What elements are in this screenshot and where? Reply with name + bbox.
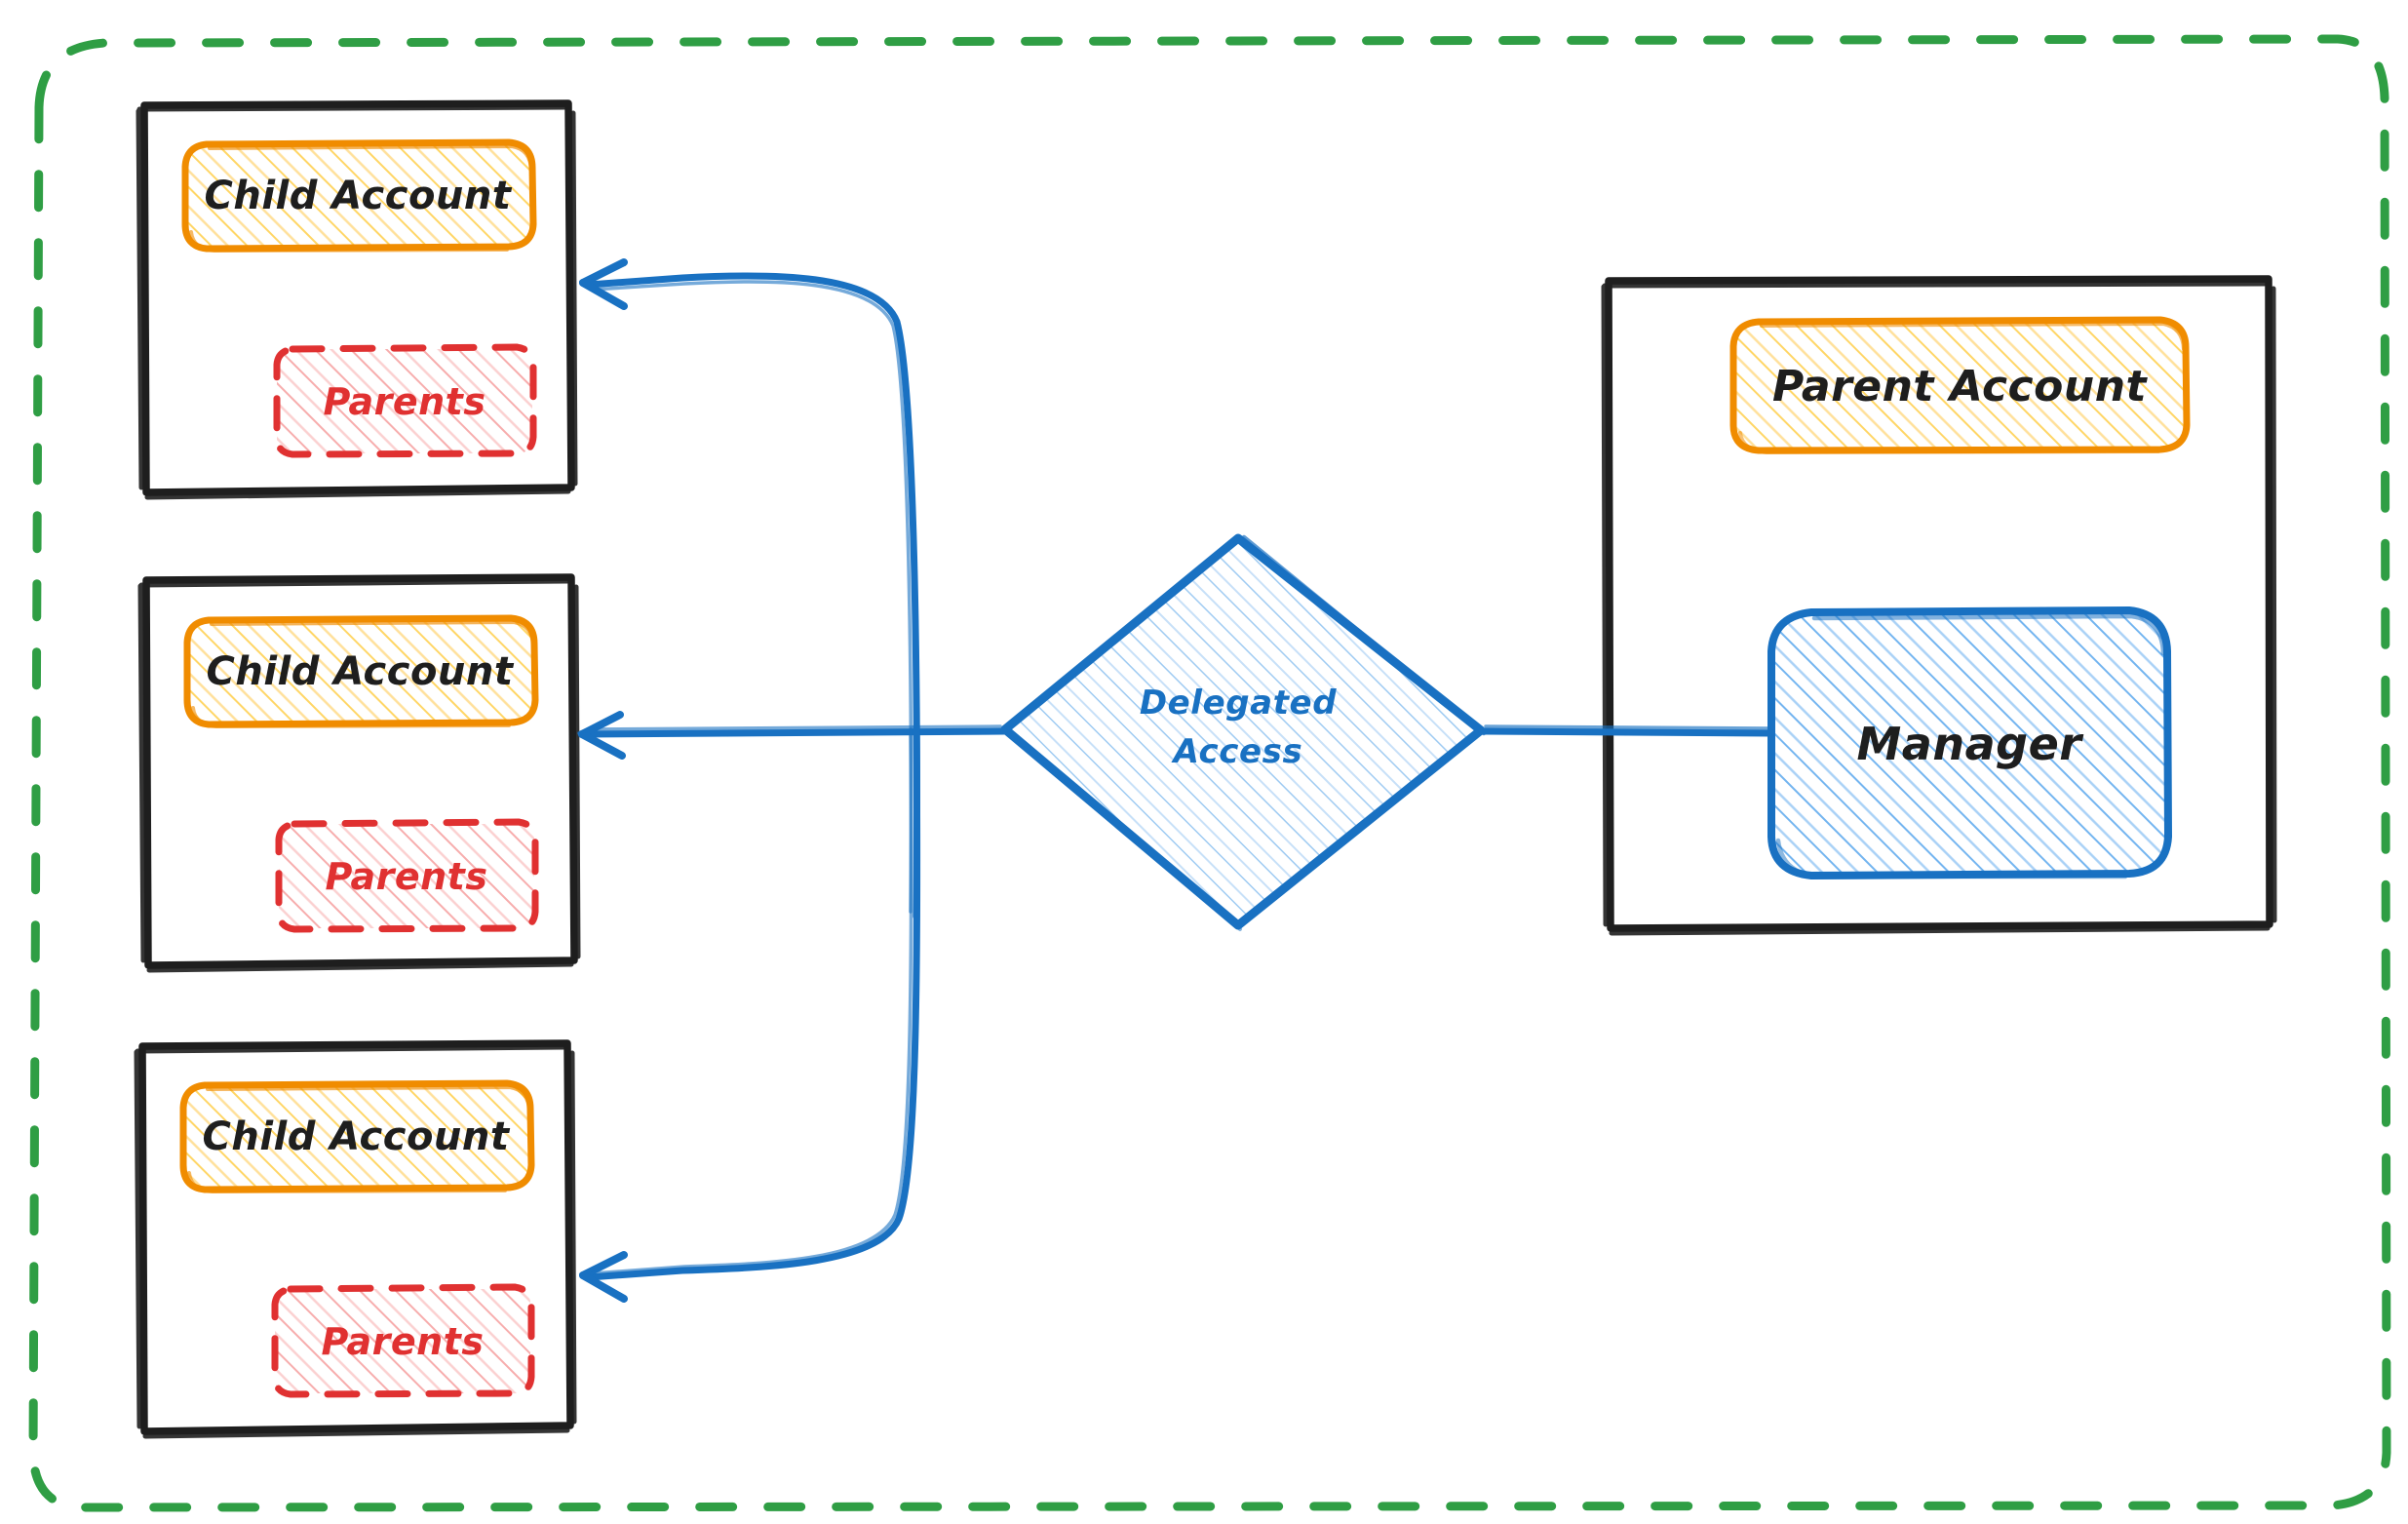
child-account-box-1[interactable]: [181, 138, 537, 254]
delegated-access-diamond[interactable]: [1000, 533, 1487, 931]
edge-diamond-to-child-3[interactable]: [579, 723, 921, 1303]
child-account-box-2[interactable]: [183, 614, 539, 729]
edge-diamond-to-child-1[interactable]: [579, 258, 920, 920]
manager-box[interactable]: [1767, 606, 2172, 879]
parents-box-3[interactable]: [271, 1283, 535, 1398]
child-account-box-3[interactable]: [179, 1079, 535, 1194]
parent-account-box[interactable]: [1729, 316, 2191, 455]
organization-boundary: [28, 34, 2391, 1512]
edge-manager-to-diamond[interactable]: [1478, 724, 1775, 737]
parents-box-2[interactable]: [275, 818, 539, 933]
edge-diamond-to-child-2[interactable]: [577, 711, 1008, 760]
parents-box-1[interactable]: [273, 343, 537, 458]
